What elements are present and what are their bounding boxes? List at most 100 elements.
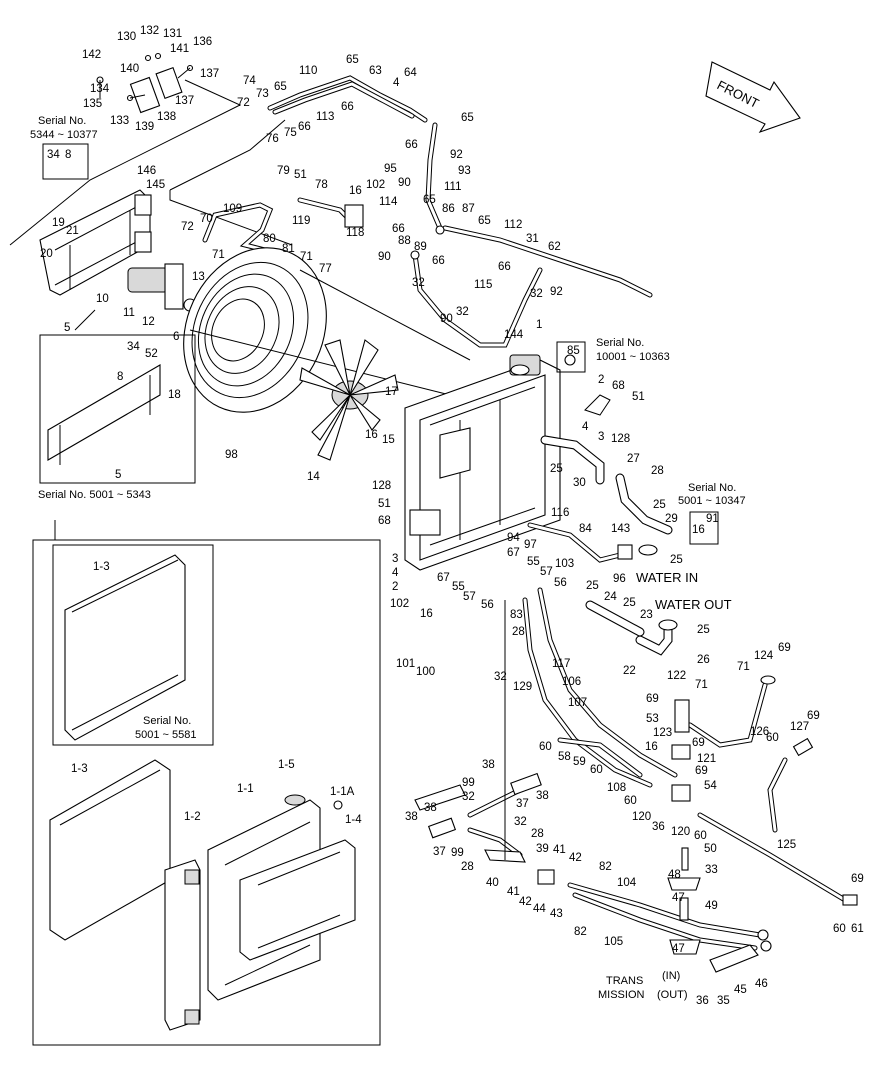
- serial-title-water-pipe: Serial No.: [688, 482, 736, 494]
- callout: 126: [750, 726, 769, 738]
- trans-label: TRANS: [606, 975, 643, 987]
- callout: 41: [507, 886, 520, 898]
- callout: 32: [514, 816, 527, 828]
- callout: 103: [555, 558, 574, 570]
- callout: 68: [378, 515, 391, 527]
- callout: 8: [117, 371, 123, 383]
- callout: 40: [486, 877, 499, 889]
- manifold-36-46: [709, 929, 772, 973]
- callout: 36: [652, 821, 665, 833]
- connector-10-11-12: [127, 263, 197, 312]
- callout: 28: [512, 626, 525, 638]
- callout: 115: [474, 279, 492, 291]
- callout: 99: [451, 847, 464, 859]
- callout: 61: [851, 923, 864, 935]
- hose-assembly-top: [267, 75, 653, 348]
- callout: 135: [83, 98, 102, 110]
- inset-callouts: 1-3 1-3 1-5 1-1 1-1A 1-4 1-2: [71, 561, 362, 826]
- callout: 132: [140, 25, 159, 37]
- callout: 123: [653, 727, 672, 739]
- serial-box-5001-5343: [39, 334, 196, 484]
- callout: 139: [135, 121, 154, 133]
- callout: 19: [52, 217, 65, 229]
- serial-range-inset: 5001 ~ 5581: [135, 729, 196, 741]
- callout: 5: [115, 469, 121, 481]
- callout: 80: [263, 233, 276, 245]
- callout: 32: [456, 306, 469, 318]
- callout: 36: [696, 995, 709, 1007]
- callout: 18: [168, 389, 181, 401]
- callout: 106: [562, 676, 581, 688]
- callout: 25: [670, 554, 683, 566]
- callout: 72: [237, 97, 250, 109]
- callout: 76: [266, 133, 279, 145]
- callout: 14: [307, 471, 320, 483]
- callout: 1-5: [278, 759, 295, 771]
- serial-title-radiator: Serial No.: [596, 337, 644, 349]
- serial-box-5001-10347: [689, 511, 719, 545]
- serial-range-water-pipe: 5001 ~ 10347: [678, 495, 746, 507]
- callout: 2: [392, 581, 398, 593]
- clamps-47-50: [667, 847, 701, 955]
- callout: 69: [646, 693, 659, 705]
- callout: 137: [200, 68, 219, 80]
- callout: 38: [482, 759, 495, 771]
- callout: 90: [440, 313, 453, 325]
- fan-blades-14: [299, 339, 399, 461]
- callout: 75: [284, 127, 297, 139]
- callout: 34: [127, 341, 140, 353]
- serial-box-5001-5581: [52, 544, 214, 746]
- callout: 99: [462, 777, 475, 789]
- callout: 1-3: [71, 763, 88, 775]
- callout: 52: [145, 348, 158, 360]
- callout: 37: [433, 846, 446, 858]
- callout: 73: [256, 88, 269, 100]
- callout: 71: [695, 679, 708, 691]
- callout: 47: [672, 892, 685, 904]
- callout: 66: [405, 139, 418, 151]
- bracket-cluster-top-left: [96, 52, 194, 114]
- callout: 66: [498, 261, 511, 273]
- callout: 66: [341, 101, 354, 113]
- callout: 121: [697, 753, 716, 765]
- callout: 72: [181, 221, 194, 233]
- callout: 128: [372, 480, 391, 492]
- callout: 51: [378, 498, 391, 510]
- callout: 113: [316, 111, 334, 123]
- callout: 69: [807, 710, 820, 722]
- callout: 90: [398, 177, 411, 189]
- callout: 20: [40, 248, 53, 260]
- callout: 25: [653, 499, 666, 511]
- callout: 145: [146, 179, 165, 191]
- callout: 56: [554, 577, 567, 589]
- callout: 53: [646, 713, 659, 725]
- callout: 142: [82, 49, 101, 61]
- callout: 138: [157, 111, 176, 123]
- callout: 62: [548, 241, 561, 253]
- callout: 140: [120, 63, 139, 75]
- callout: 87: [462, 203, 475, 215]
- callout: 109: [223, 203, 242, 215]
- callout: 122: [667, 670, 686, 682]
- callout: 120: [671, 826, 690, 838]
- callout: 79: [277, 165, 290, 177]
- tube-116: [527, 522, 658, 563]
- callout: 71: [737, 661, 750, 673]
- callout: 1-4: [345, 814, 362, 826]
- callout: 131: [163, 28, 182, 40]
- callout: 58: [558, 751, 571, 763]
- callout: 28: [651, 465, 664, 477]
- serial-title-left-panel: Serial No. 5001 ~ 5343: [38, 489, 151, 501]
- callout: 32: [412, 277, 425, 289]
- water-in-label: WATER IN: [636, 570, 698, 585]
- water-out-label: WATER OUT: [655, 597, 732, 612]
- callout: 65: [423, 194, 436, 206]
- callout: 47: [672, 943, 685, 955]
- callout: 65: [346, 54, 359, 66]
- callout: 26: [697, 654, 710, 666]
- callout: 57: [540, 566, 553, 578]
- callout: 60: [833, 923, 846, 935]
- callout: 28: [531, 828, 544, 840]
- callout: 32: [494, 671, 507, 683]
